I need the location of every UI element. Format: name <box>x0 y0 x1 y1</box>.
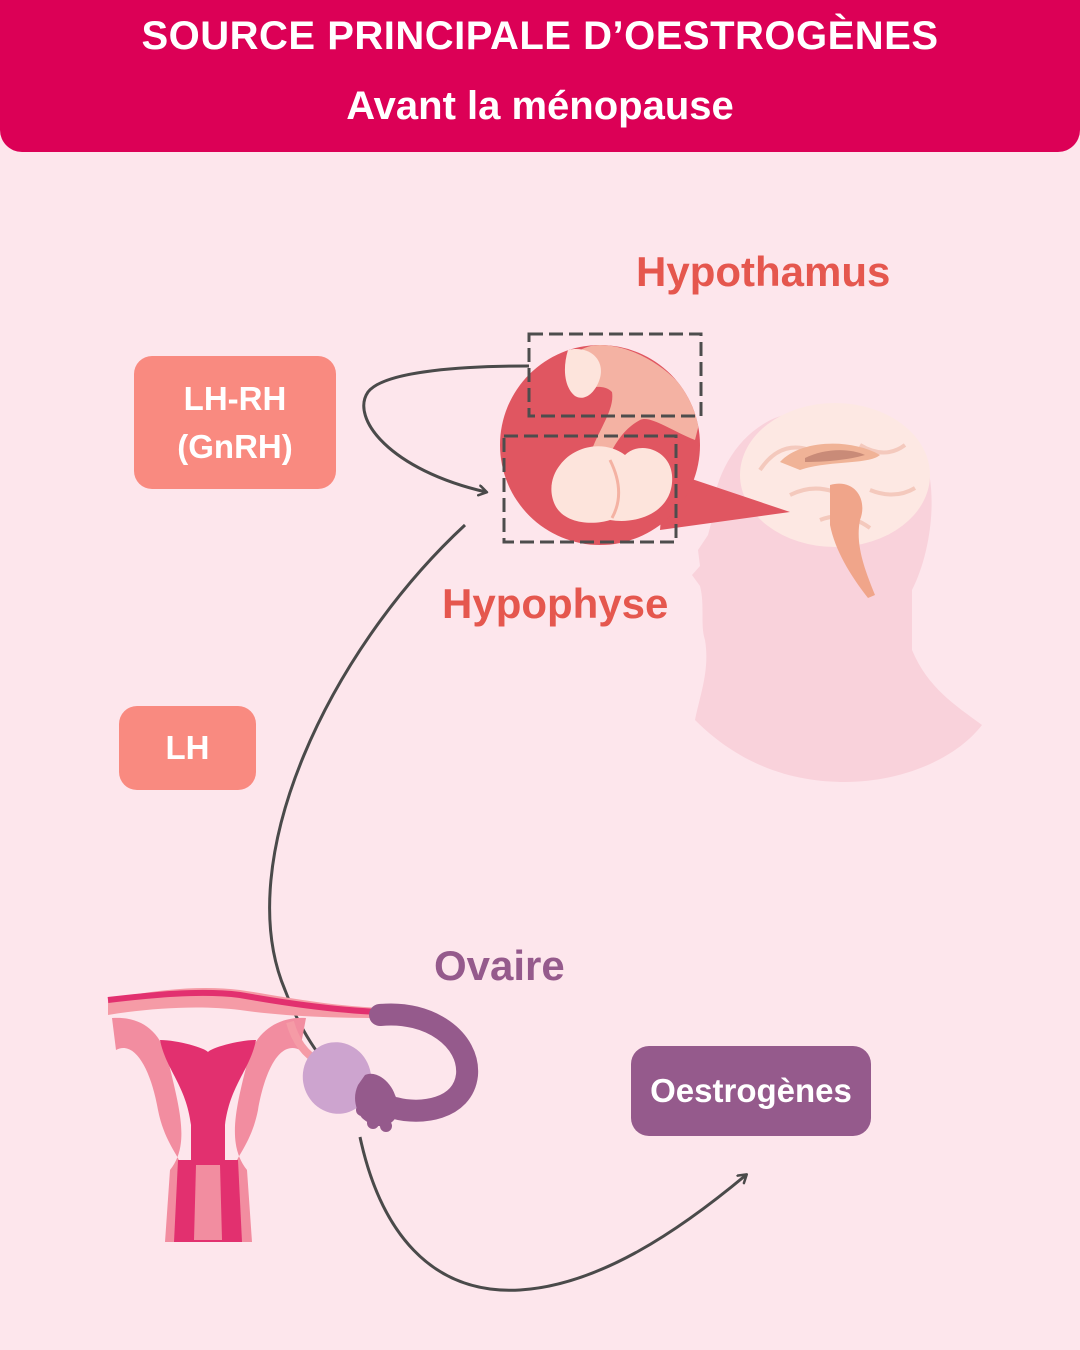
estrogen-arrow <box>358 1136 746 1292</box>
page-subtitle: Avant la ménopause <box>346 84 734 128</box>
lh-label: LH <box>165 729 210 767</box>
header-banner: SOURCE PRINCIPALE D’OESTROGÈNES Avant la… <box>0 0 1080 152</box>
estrogen-hormone-badge: Oestrogènes <box>631 1046 871 1136</box>
lhrh-arrow <box>362 364 530 492</box>
hypothalamus-highlight-box <box>527 332 703 418</box>
ovary-icon <box>302 1003 479 1132</box>
head-silhouette-icon <box>692 403 982 782</box>
lh-hormone-badge: LH <box>119 706 256 790</box>
zoom-pointer-icon <box>660 470 790 530</box>
hypothalamus-label: Hypothamus <box>636 248 891 295</box>
lh-arrow <box>268 523 467 1075</box>
estrogen-label: Oestrogènes <box>650 1072 852 1110</box>
lhrh-hormone-badge: LH-RH (GnRH) <box>134 356 336 489</box>
uterus-icon <box>107 988 381 1242</box>
pituitary-zoom-icon <box>500 345 700 545</box>
lhrh-label: LH-RH <box>183 379 287 417</box>
ovary-label: Ovaire <box>434 942 565 989</box>
page-title: SOURCE PRINCIPALE D’OESTROGÈNES <box>141 14 939 58</box>
gnrh-label: (GnRH) <box>177 427 293 465</box>
hypophysis-label: Hypophyse <box>442 580 669 627</box>
hypophysis-highlight-box <box>502 434 678 544</box>
